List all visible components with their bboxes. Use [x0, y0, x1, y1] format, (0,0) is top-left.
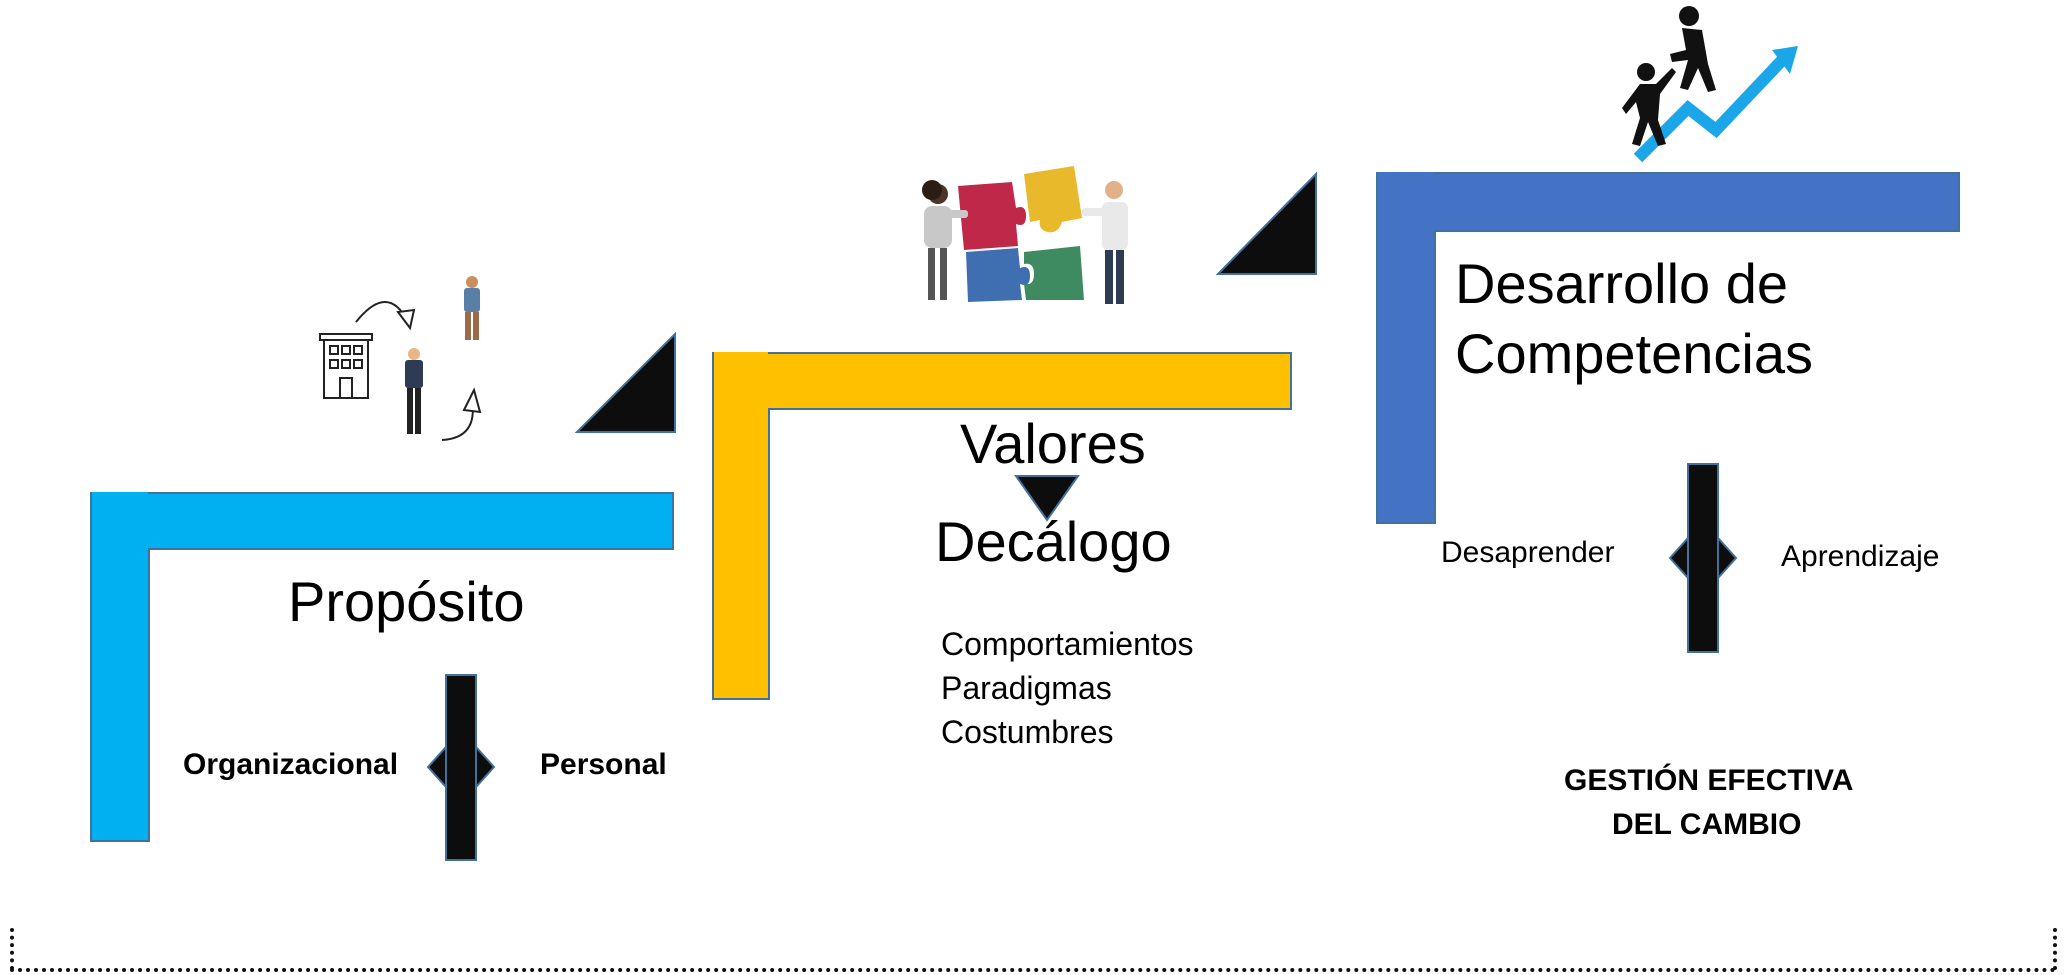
step3-footer-line1: GESTIÓN EFECTIVA [1564, 764, 1854, 797]
step1-bar-cover [92, 494, 672, 548]
step3-title-line1: Desarrollo de [1455, 252, 1789, 315]
step1-title: Propósito [288, 570, 525, 633]
puzzle-team-icon [922, 166, 1128, 304]
building-people-arrows-icon [319, 276, 482, 441]
step3-double-arrow-icon [1668, 463, 1738, 653]
step3-footer-line2: DEL CAMBIO [1612, 808, 1802, 841]
step2-item-2: Paradigmas [941, 670, 1112, 706]
bottom-dotted-left-tick [10, 928, 14, 970]
step1-right-label: Personal [540, 748, 667, 781]
step2-bar-vertical [712, 352, 770, 700]
step2-triangle-icon [1215, 171, 1317, 275]
step2-item-3: Costumbres [941, 714, 1114, 750]
step3-title-line2: Competencias [1455, 322, 1813, 385]
step1-double-arrow-icon [426, 674, 496, 861]
step3-left-label: Desaprender [1441, 536, 1615, 569]
step2-down-triangle-icon [1014, 475, 1080, 522]
step2-bar-cover [714, 354, 1290, 408]
step3-right-label: Aprendizaje [1781, 540, 1940, 573]
step1-bar-vertical [90, 492, 150, 842]
step2-item-1: Comportamientos [941, 626, 1194, 662]
step1-triangle-icon [574, 331, 676, 433]
step2-title: Valores [960, 412, 1146, 475]
step3-bar-vertical [1376, 172, 1436, 524]
step2-subtitle: Decálogo [935, 510, 1172, 573]
step1-left-label: Organizacional [183, 748, 399, 781]
bottom-dotted-right-tick [2053, 928, 2057, 970]
people-climbing-growth-arrow-icon [1622, 6, 1798, 163]
step3-bar-cover [1378, 174, 1958, 230]
bottom-dotted-line [10, 968, 2057, 972]
